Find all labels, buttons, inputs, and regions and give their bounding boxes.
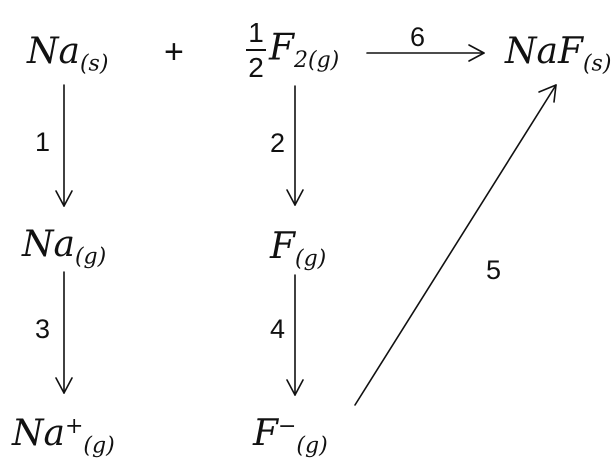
species-base: F (253, 413, 278, 454)
species-base: Na (27, 31, 80, 72)
state-subscript: (g) (307, 48, 340, 74)
step-label-2: 2 (270, 128, 286, 158)
state-subscript: (g) (296, 433, 328, 459)
species-base: F (269, 27, 294, 69)
species-na-ion-gas: Na+(g) (12, 413, 115, 457)
step-label-5: 5 (486, 255, 502, 285)
species-base: Na (22, 224, 75, 265)
arrow-step-2 (286, 85, 304, 206)
species-base: Na (12, 413, 65, 454)
species-base: F (270, 226, 295, 267)
charge-superscript: − (277, 413, 297, 439)
step-label-3: 3 (35, 314, 51, 344)
arrow-step-6 (366, 44, 485, 62)
arrow-step-5 (354, 84, 557, 406)
species-base: NaF (505, 31, 583, 72)
arrow-step-4 (286, 274, 304, 396)
arrow-step-3 (55, 271, 73, 394)
species-naf-solid: NaF(s) (505, 31, 611, 76)
atom-count-subscript: 2 (293, 48, 308, 74)
plus-sign: + (164, 33, 184, 71)
species-na-solid: Na(s) (27, 31, 108, 76)
fraction-numerator: 1 (248, 17, 264, 48)
state-subscript: (g) (74, 244, 107, 270)
step-label-1: 1 (35, 127, 51, 157)
state-subscript: (g) (294, 246, 327, 272)
state-subscript: (s) (582, 51, 612, 77)
fraction-bar (246, 49, 266, 52)
species-f-gas: F(g) (270, 226, 326, 271)
fraction-denominator: 2 (248, 52, 264, 84)
state-subscript: (g) (83, 433, 115, 459)
charge-superscript: + (64, 413, 84, 439)
step-label-4: 4 (270, 314, 286, 344)
state-subscript: (s) (79, 51, 109, 77)
step-label-6: 6 (410, 22, 426, 52)
arrow-step-1 (55, 84, 73, 207)
species-f-ion-gas: F−(g) (253, 413, 328, 457)
species-na-gas: Na(g) (22, 224, 106, 269)
